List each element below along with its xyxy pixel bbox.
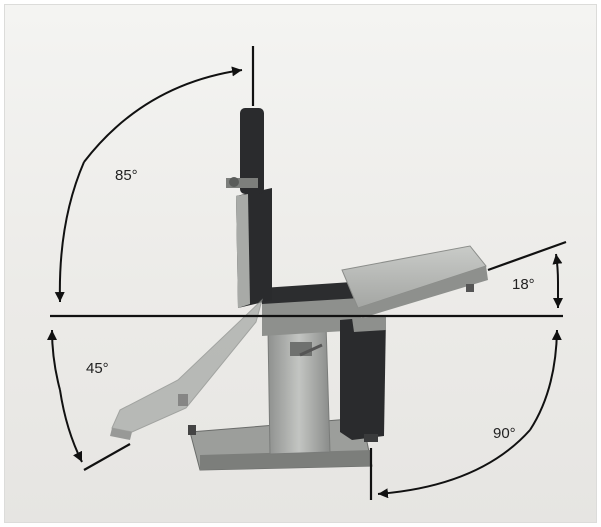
angle-label-90: 90° [493,425,516,442]
backrest-down-tick [83,443,131,471]
arc-85 [83,66,243,163]
backrest-upright [226,108,272,308]
arc-45-upper [47,329,61,391]
leg-up-tick [487,240,567,272]
reference-lines [50,46,567,500]
arc-90-upper [529,329,562,431]
arc-90-lower [377,429,531,499]
angle-label-45: 45° [86,360,109,377]
angle-arcs [47,66,563,499]
table-column [267,323,331,455]
arc-18-upper [552,253,563,283]
angle-label-85: 85° [115,167,138,184]
backrest-lowered-ghost [110,298,263,440]
arc-85-lower [54,161,85,303]
angle-label-18: 18° [512,276,535,293]
angle-labels: 85° 45° 18° 90° [86,167,535,442]
arc-45-lower [59,389,83,463]
leg-section [341,245,488,318]
leg-section-lowered [340,316,386,442]
operating-table [110,108,488,471]
